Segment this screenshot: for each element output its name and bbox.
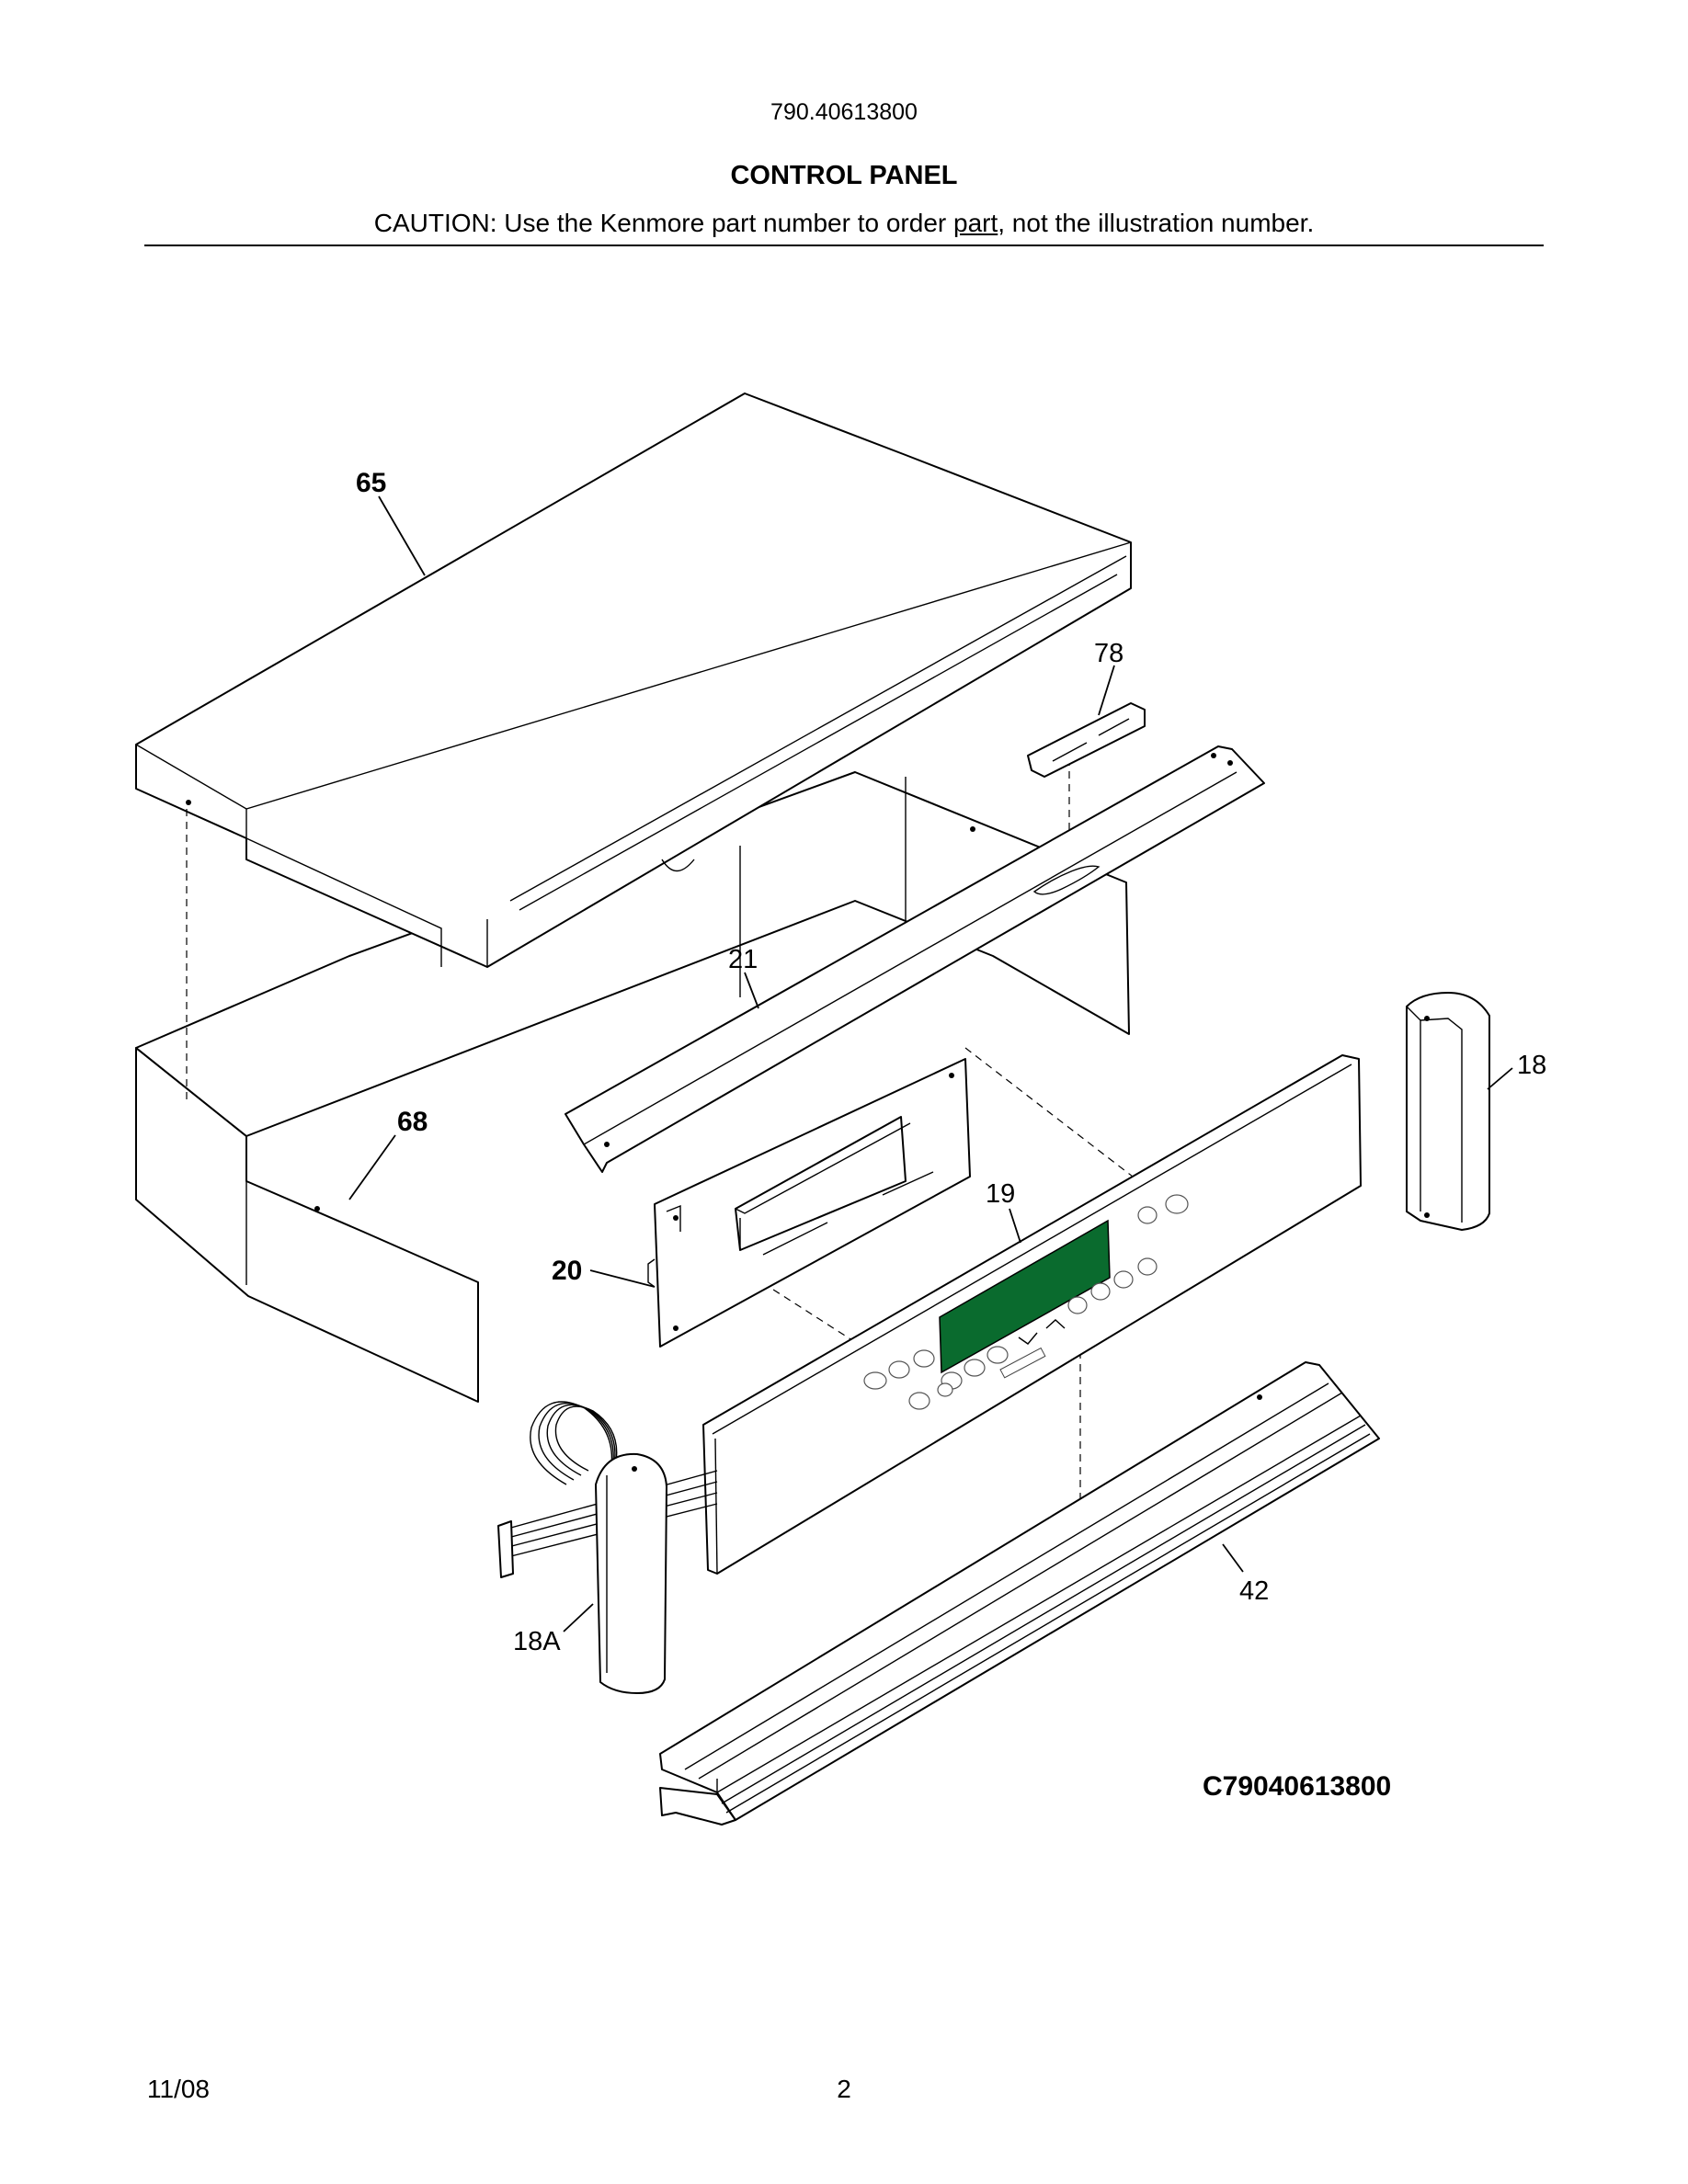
part-68-housing (135, 771, 1130, 1403)
display-window (939, 1219, 1111, 1374)
header-rule (144, 245, 1544, 246)
diagram-code: C79040613800 (1203, 1771, 1391, 1802)
part-78-knob (1027, 702, 1146, 778)
part-42-lower-trim (659, 1361, 1380, 1826)
caution-note: CAUTION: Use the Kenmore part number to … (0, 209, 1688, 238)
callout-68: 68 (397, 1107, 428, 1137)
part-20-control-board (647, 1058, 971, 1348)
part-18A-left-endcap (497, 1401, 718, 1694)
callout-18A: 18A (513, 1627, 561, 1656)
alignment-line-board-top (964, 1047, 1146, 1187)
caution-text-after: , not the illustration number. (998, 209, 1315, 237)
part-18-right-endcap (1406, 992, 1490, 1231)
page-number: 2 (837, 2075, 851, 2103)
page-title: CONTROL PANEL (730, 161, 958, 190)
callout-78: 78 (1094, 639, 1123, 668)
callout-20: 20 (552, 1256, 582, 1286)
caution-underlined-word: part (953, 209, 998, 237)
part-65-top-cover (135, 392, 1132, 968)
callout-42: 42 (1239, 1576, 1269, 1606)
callout-21: 21 (728, 945, 758, 974)
model-number: 790.40613800 (770, 99, 918, 125)
callout-65: 65 (356, 468, 386, 498)
keypad-buttons (863, 1194, 1189, 1410)
footer-date: 11/08 (147, 2075, 210, 2103)
caution-text-before: CAUTION: Use the Kenmore part number to … (373, 209, 953, 237)
callout-19: 19 (986, 1179, 1015, 1209)
part-21-trim-rail (565, 745, 1265, 1173)
part-19-control-overlay (702, 1054, 1362, 1575)
callout-18: 18 (1517, 1051, 1546, 1080)
